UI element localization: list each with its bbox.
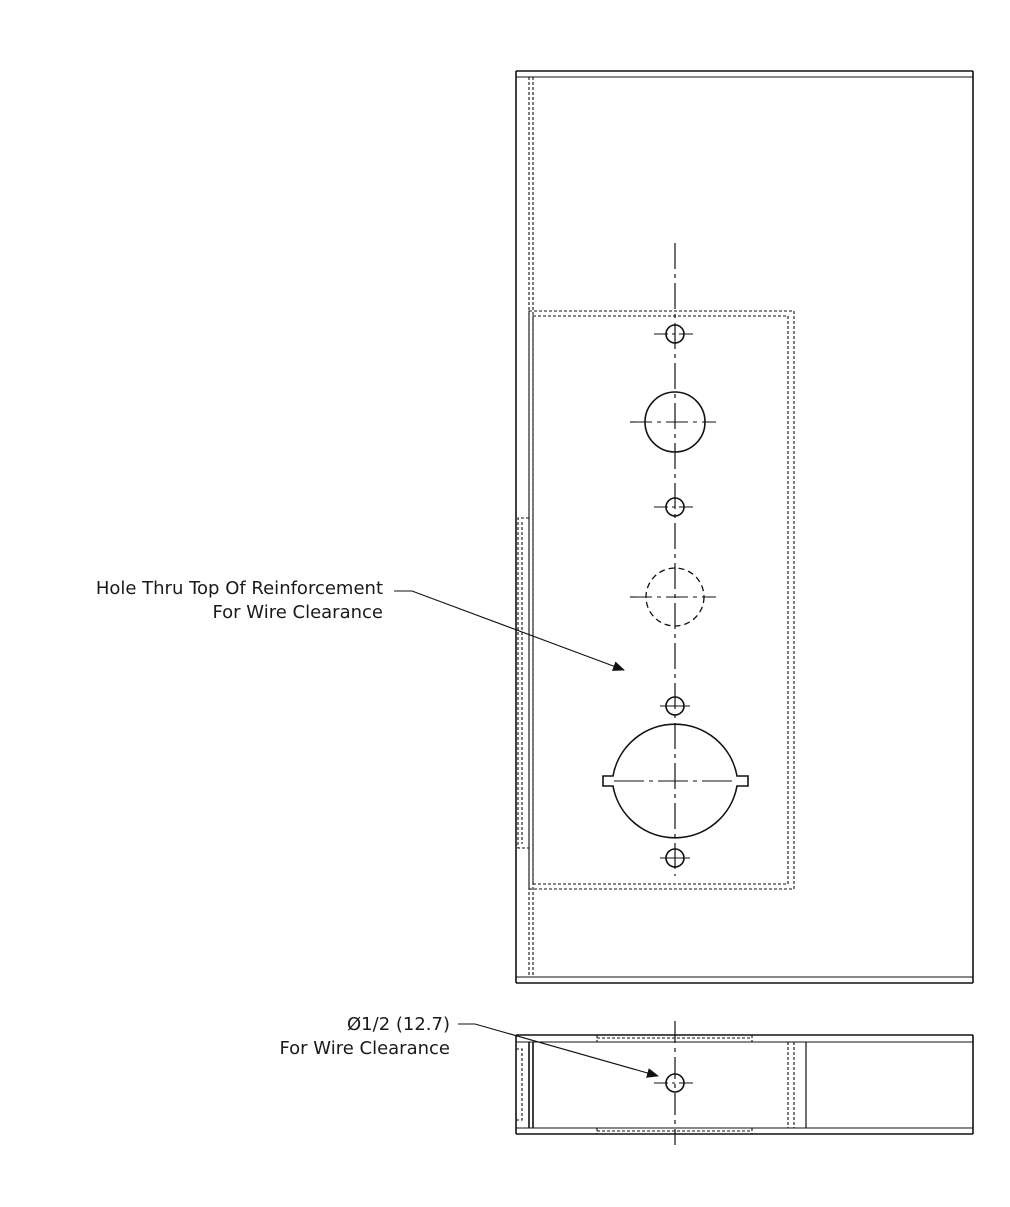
hidden-flange-lines xyxy=(528,77,534,977)
reinforcement-hole-callout-line1: Hole Thru Top Of Reinforcement xyxy=(95,578,383,599)
hidden-side-notch xyxy=(517,517,529,849)
upper-large-hole xyxy=(630,391,716,453)
reinforcement-hole-callout: Hole Thru Top Of Reinforcement For Wire … xyxy=(96,577,383,625)
hidden-reinforcement-hole xyxy=(630,567,716,627)
reinforcement-hole-callout-line2: For Wire Clearance xyxy=(212,602,383,623)
wire-hole-leader xyxy=(458,1023,659,1078)
reinforcement-hole-leader xyxy=(394,590,625,671)
hidden-reinforcement-plate xyxy=(528,310,795,890)
section-hidden-lines xyxy=(516,1035,795,1134)
middle-mounting-hole xyxy=(654,497,696,517)
wire-hole-callout-line2: For Wire Clearance xyxy=(279,1038,450,1059)
section-view xyxy=(515,1021,974,1145)
front-view xyxy=(515,70,974,984)
upper-cylinder-screw-hole xyxy=(660,696,690,716)
cylinder-hole xyxy=(602,723,749,839)
wire-hole-callout-line1: Ø1/2 (12.7) xyxy=(347,1014,450,1035)
wire-hole-callout: Ø1/2 (12.7) For Wire Clearance xyxy=(279,1013,450,1061)
lower-cylinder-screw-hole xyxy=(660,848,690,868)
wire-clearance-hole xyxy=(654,1073,697,1093)
top-mounting-hole xyxy=(654,324,696,344)
